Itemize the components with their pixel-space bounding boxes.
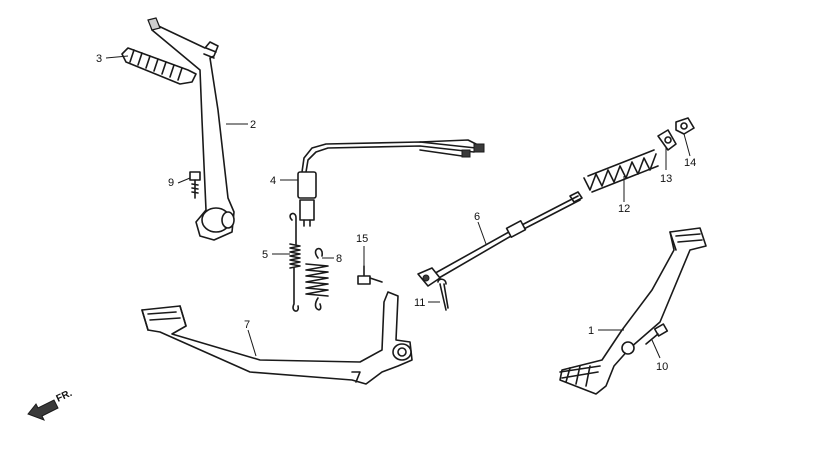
front-arrow-icon (27, 399, 59, 421)
part-15-bolt[interactable] (357, 265, 383, 285)
part-4-stop-switch[interactable] (297, 139, 485, 227)
callout-3: 3 (96, 53, 102, 65)
part-9-bolt[interactable] (189, 171, 201, 199)
part-10-bolt[interactable] (645, 323, 669, 345)
callout-13: 13 (660, 173, 672, 185)
callout-12: 12 (618, 203, 630, 215)
front-direction-indicator: FR. (27, 388, 74, 421)
callout-4: 4 (270, 175, 276, 187)
callout-8: 8 (336, 253, 342, 265)
callout-15: 15 (356, 233, 368, 245)
front-label: FR. (55, 388, 74, 405)
part-11-cotter-pin[interactable] (437, 278, 449, 311)
callout-6: 6 (474, 211, 480, 223)
part-3-pedal-rubber[interactable] (121, 47, 197, 85)
callout-1: 1 (588, 325, 594, 337)
callout-14: 14 (684, 157, 696, 169)
part-14-nut[interactable] (675, 117, 695, 135)
callout-2: 2 (250, 119, 256, 131)
callout-5: 5 (262, 249, 268, 261)
callout-9: 9 (168, 177, 174, 189)
part-6-brake-rod[interactable] (417, 191, 583, 287)
part-12-brake-spring[interactable] (583, 149, 659, 193)
part-1-step-arm[interactable] (559, 227, 707, 395)
leader-lines (105, 55, 691, 359)
part-8-spring[interactable] (305, 247, 329, 311)
callout-7: 7 (244, 319, 250, 331)
part-5-spring[interactable] (289, 212, 301, 312)
callout-labels: 1 2 3 4 5 6 7 8 9 10 11 12 13 14 15 (96, 53, 696, 373)
part-7-brake-pedal[interactable] (141, 291, 413, 385)
callout-11: 11 (414, 297, 425, 309)
part-13-joint[interactable] (657, 129, 677, 151)
callout-10: 10 (656, 361, 668, 373)
part-2-shift-pedal[interactable] (147, 17, 235, 241)
